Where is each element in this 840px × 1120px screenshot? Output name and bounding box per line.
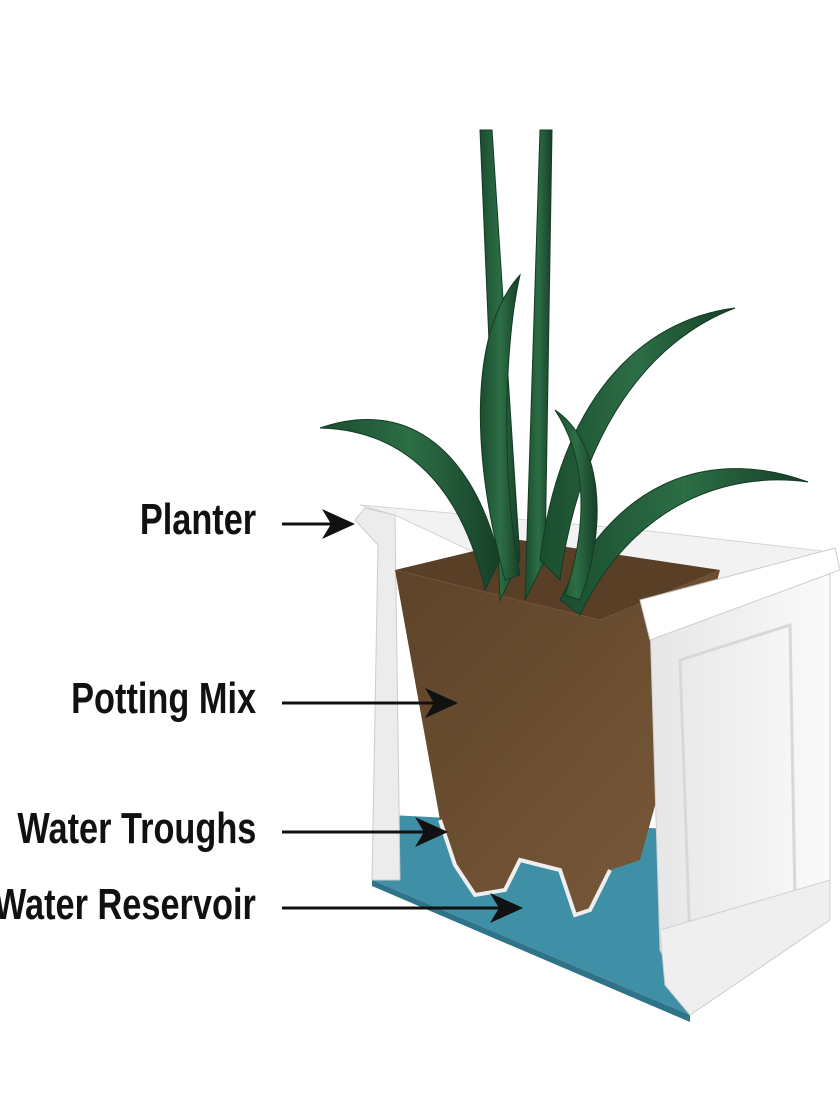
- planter-left-wall: [354, 507, 401, 881]
- plant: [319, 129, 809, 616]
- label-water-troughs: Water Troughs: [17, 804, 256, 853]
- label-water-reservoir: Water Reservoir: [0, 880, 256, 929]
- label-planter: Planter: [139, 495, 256, 544]
- label-potting-mix: Potting Mix: [71, 674, 256, 723]
- potting-mix: [395, 570, 720, 915]
- water-troughs: [438, 819, 612, 918]
